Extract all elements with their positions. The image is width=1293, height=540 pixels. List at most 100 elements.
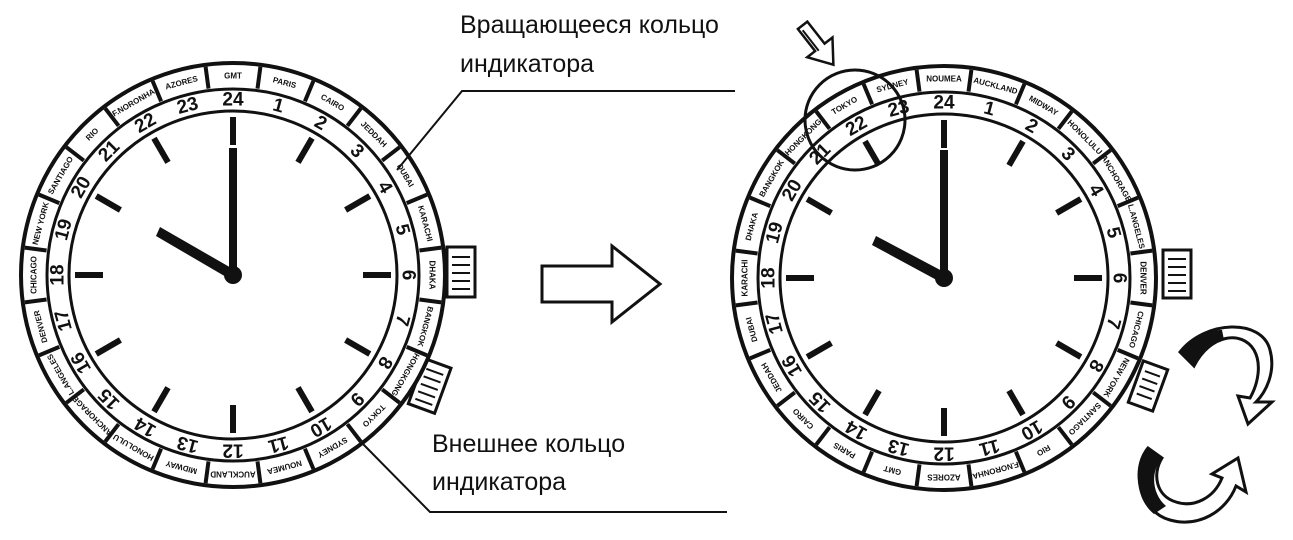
- dial-hour-marker: [344, 337, 372, 357]
- city-separator-tick: [1091, 390, 1112, 408]
- outer-ring-inner-edge: [45, 87, 421, 463]
- city-separator-tick: [735, 300, 758, 308]
- city-label: GMT: [883, 464, 903, 477]
- dial-hour-marker: [151, 386, 171, 414]
- ring-separator-ticks: [24, 66, 442, 484]
- dial-hour-marker: [94, 337, 122, 357]
- dial-hour-marker: [862, 139, 882, 167]
- city-separator-tick: [776, 148, 797, 166]
- upper-crown-grip: [452, 256, 470, 290]
- lower-crown-button: [1126, 358, 1170, 414]
- city-separator-tick: [749, 195, 772, 208]
- city-separator-tick: [24, 297, 47, 305]
- dial-hour-marker: [805, 196, 833, 216]
- city-separator-tick: [814, 110, 832, 131]
- city-separator-tick: [405, 345, 428, 358]
- city-separator-tick: [303, 447, 316, 470]
- city-separator-tick: [814, 425, 832, 446]
- city-separator-tick: [303, 80, 316, 103]
- hour-numeral: 18: [759, 267, 780, 288]
- dial-hour-marker: [295, 386, 315, 414]
- city-separator-tick: [150, 80, 163, 103]
- city-separator-tick: [255, 66, 263, 89]
- hour-numeral: 12: [222, 440, 243, 461]
- city-separator-tick: [38, 345, 61, 358]
- city-separator-tick: [1130, 248, 1153, 256]
- transition-arrow-icon: [540, 242, 663, 326]
- dial-hour-marker: [151, 136, 171, 164]
- city-separator-tick: [1056, 425, 1074, 446]
- dial-hour-marker: [1055, 340, 1083, 360]
- dial-hour-marker: [1006, 139, 1026, 167]
- rotating-ring-label-line2: индикатора: [460, 50, 594, 78]
- city-label: DENVER: [1139, 261, 1148, 295]
- city-separator-tick: [966, 69, 974, 92]
- city-separator-tick: [203, 461, 211, 484]
- hand-pivot: [935, 269, 953, 287]
- hour-numeral: 12: [933, 443, 954, 464]
- city-separator-tick: [1116, 195, 1139, 208]
- pointer-arrow-icon: [796, 19, 835, 67]
- dial-hour-marker: [862, 389, 882, 417]
- city-label: GMT: [224, 72, 242, 81]
- outer-ring-label-line2: индикатора: [432, 468, 566, 496]
- city-separator-tick: [203, 66, 211, 89]
- city-label: DHAKA: [428, 261, 437, 290]
- dial-hour-marker: [1055, 196, 1083, 216]
- hour-numeral: 6: [1109, 273, 1130, 284]
- hand-pivot: [224, 266, 242, 284]
- city-separator-tick: [255, 461, 263, 484]
- lower-crown-grip: [415, 367, 444, 406]
- city-separator-tick: [24, 245, 47, 253]
- city-separator-tick: [1014, 450, 1027, 473]
- outer-ring-inner-edge: [756, 90, 1132, 466]
- city-separator-tick: [861, 83, 874, 106]
- rotation-arrow-bottom-icon: [1137, 445, 1249, 524]
- hour-numeral: 7: [390, 312, 413, 328]
- city-separator-tick: [103, 107, 121, 128]
- city-separator-tick: [38, 192, 61, 205]
- city-separator-tick: [1056, 110, 1074, 131]
- city-separator-tick: [1091, 148, 1112, 166]
- city-label: NOUMEA: [926, 75, 962, 84]
- city-separator-tick: [345, 107, 363, 128]
- lower-crown-grip: [1136, 370, 1161, 401]
- city-separator-tick: [419, 297, 442, 305]
- dial-hour-marker: [805, 340, 833, 360]
- rotating-ring-leader-line: [396, 90, 735, 171]
- city-label: CHICAGO: [30, 256, 39, 294]
- city-separator-tick: [150, 447, 163, 470]
- city-separator-tick: [1116, 348, 1139, 361]
- outer-ring-leader-line: [362, 443, 727, 513]
- hour-hand: [872, 236, 944, 284]
- city-separator-tick: [1014, 83, 1027, 106]
- city-separator-tick: [419, 245, 442, 253]
- dial-hour-marker: [94, 193, 122, 213]
- city-separator-tick: [735, 248, 758, 256]
- city-separator-tick: [380, 387, 401, 405]
- rotating-ring-label-line1: Вращающееся кольцо: [460, 11, 719, 39]
- dial-hour-markers: [75, 117, 391, 433]
- city-separator-tick: [65, 145, 86, 163]
- city-separator-tick: [103, 422, 121, 443]
- city-separator-tick: [1130, 300, 1153, 308]
- upper-crown-grip: [1168, 258, 1186, 292]
- city-label: AUCKLAND: [210, 470, 256, 479]
- city-separator-tick: [861, 450, 874, 473]
- rotating-ring-inner-edge: [67, 109, 399, 441]
- city-label: AZORES: [927, 473, 961, 482]
- dial-hour-marker: [344, 193, 372, 213]
- city-separator-tick: [380, 145, 401, 163]
- city-separator-tick: [405, 192, 428, 205]
- highlight-circle: [803, 68, 907, 172]
- rotation-arrow-top-icon: [1177, 325, 1276, 427]
- city-separator-tick: [776, 390, 797, 408]
- hour-numeral: 18: [48, 264, 69, 285]
- city-separator-tick: [749, 348, 772, 361]
- dial-hour-marker: [1006, 389, 1026, 417]
- city-separator-tick: [65, 387, 86, 405]
- dial-hour-markers: [786, 120, 1102, 436]
